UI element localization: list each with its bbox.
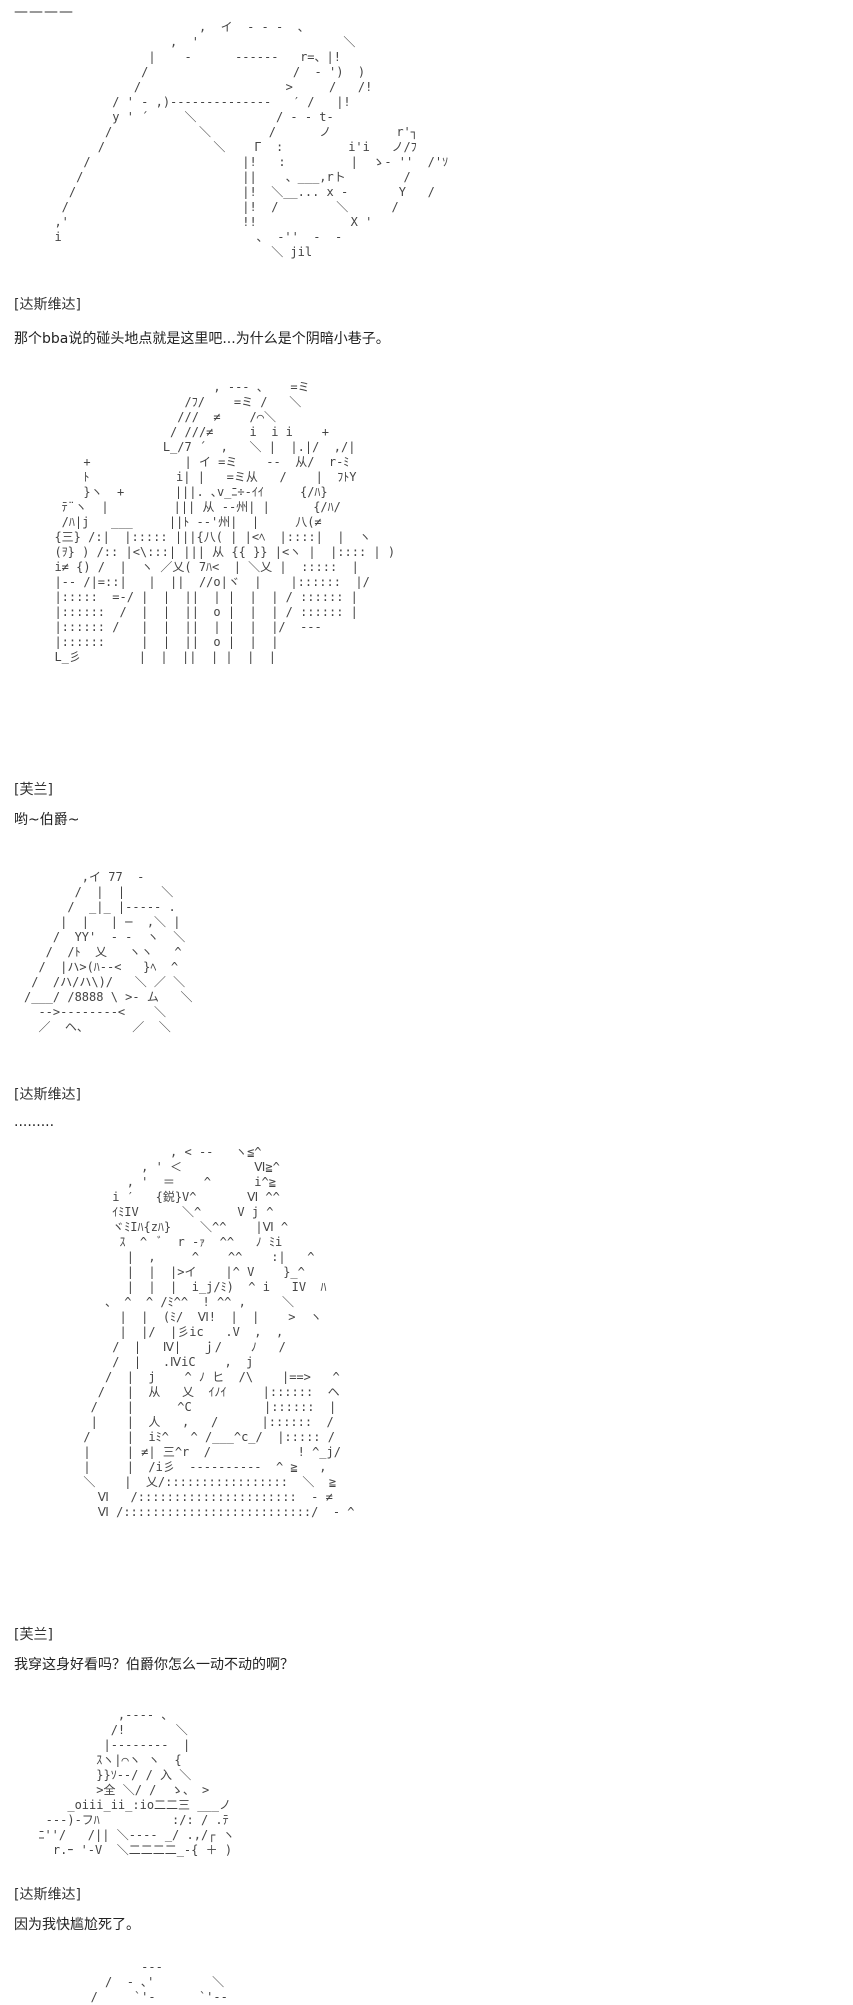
ascii-art-vader-embarrassed: ,‐‐‐‐ 、 /! ＼ |‐‐‐‐‐‐‐‐ | ｽヽ|⌒ヽ ヽ { }}ｿ‐‐… [38, 1708, 235, 1857]
dialogue-line: 我穿这身好看吗？伯爵你怎么一动不动的啊？ [14, 1657, 294, 1673]
speaker-label: [达斯维达] [14, 297, 81, 313]
speaker-label: [芙兰] [14, 782, 53, 798]
dialogue-line: 哟~伯爵~ [14, 812, 80, 828]
dialogue-line: 那个bba说的碰头地点就是这里吧...为什么是个阴暗小巷子。 [14, 331, 390, 347]
speaker-label: [芙兰] [14, 1627, 53, 1643]
ascii-art-partial: ‐‐‐ / ‐ ､' ＼ / `'‐ `'‐‐ [90, 1960, 228, 2004]
ascii-art-flandre-dress: , < ‐‐ ヽ≦^ , ' ＜ Ⅵ≧^ , ' ＝ ^ i^≧ i ′ {鋭}… [83, 1145, 355, 1519]
section-divider: ———— [14, 4, 74, 20]
ascii-art-vader-helmet: ,イ 77 ‐ / | | ＼ / _|_ |‐‐‐‐‐ . | | | ─ ,… [24, 870, 193, 1034]
speaker-label: [达斯维达] [14, 1887, 81, 1903]
dialogue-line: ......... [14, 1114, 55, 1130]
dialogue-line: 因为我快尴尬死了。 [14, 1917, 140, 1933]
ascii-art-vader-gesture: , イ ‐ ‐ ‐ 、 , ' ＼ | - ‐‐‐‐‐‐ r=、|! / / ‐… [54, 20, 449, 259]
ascii-art-flandre: , ‐‐‐ 、 =ミ /ﾌ/ =ミ / ＼ /// ≠ /⌒＼ / ///≠ i… [54, 380, 396, 664]
speaker-label: [达斯维达] [14, 1087, 81, 1103]
